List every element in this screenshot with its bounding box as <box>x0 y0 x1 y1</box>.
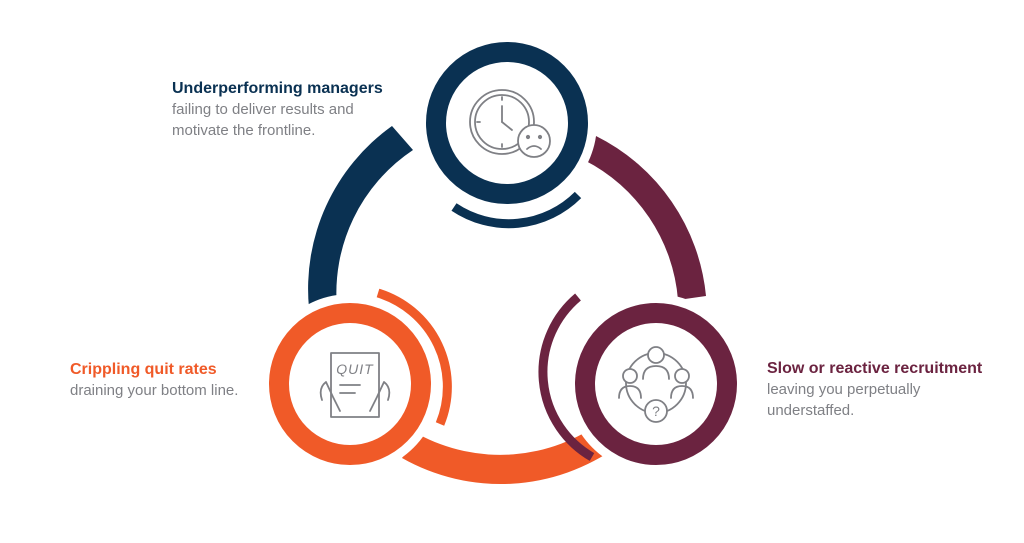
arc-navy <box>308 126 413 308</box>
label-top-title: Underperforming managers <box>172 80 383 97</box>
label-left-line-1: draining your bottom line. <box>70 382 239 399</box>
node-right: ? <box>538 293 746 474</box>
node-top <box>417 33 597 229</box>
label-right-title: Slow or reactive recruitment <box>767 360 983 377</box>
quit-letter-icon <box>319 352 391 418</box>
node-top-accent <box>451 191 582 229</box>
label-top: Underperforming managers failing to deli… <box>172 78 412 141</box>
label-left: Crippling quit rates draining your botto… <box>70 359 290 401</box>
label-top-line-2: motivate the frontline. <box>172 122 316 139</box>
node-top-ring <box>426 42 588 204</box>
node-left: QUIT <box>260 288 452 474</box>
arc-orange <box>402 420 618 485</box>
quit-letter-text: QUIT <box>336 361 374 377</box>
node-right-ring <box>575 303 737 465</box>
clock-sad-face-icon <box>469 89 551 158</box>
node-right-accent <box>538 293 595 461</box>
label-top-line-1: failing to deliver results and <box>172 101 354 118</box>
label-right-line-2: understaffed. <box>767 402 855 419</box>
label-right: Slow or reactive recruitment leaving you… <box>767 358 1007 421</box>
label-right-line-1: leaving you perpetually <box>767 381 921 398</box>
recruitment-network-icon <box>618 346 694 423</box>
node-left-accent <box>376 288 452 426</box>
node-left-ring <box>269 303 431 465</box>
label-left-title: Crippling quit rates <box>70 361 217 378</box>
recruitment-question-mark: ? <box>652 403 660 419</box>
arc-maroon <box>584 136 706 300</box>
